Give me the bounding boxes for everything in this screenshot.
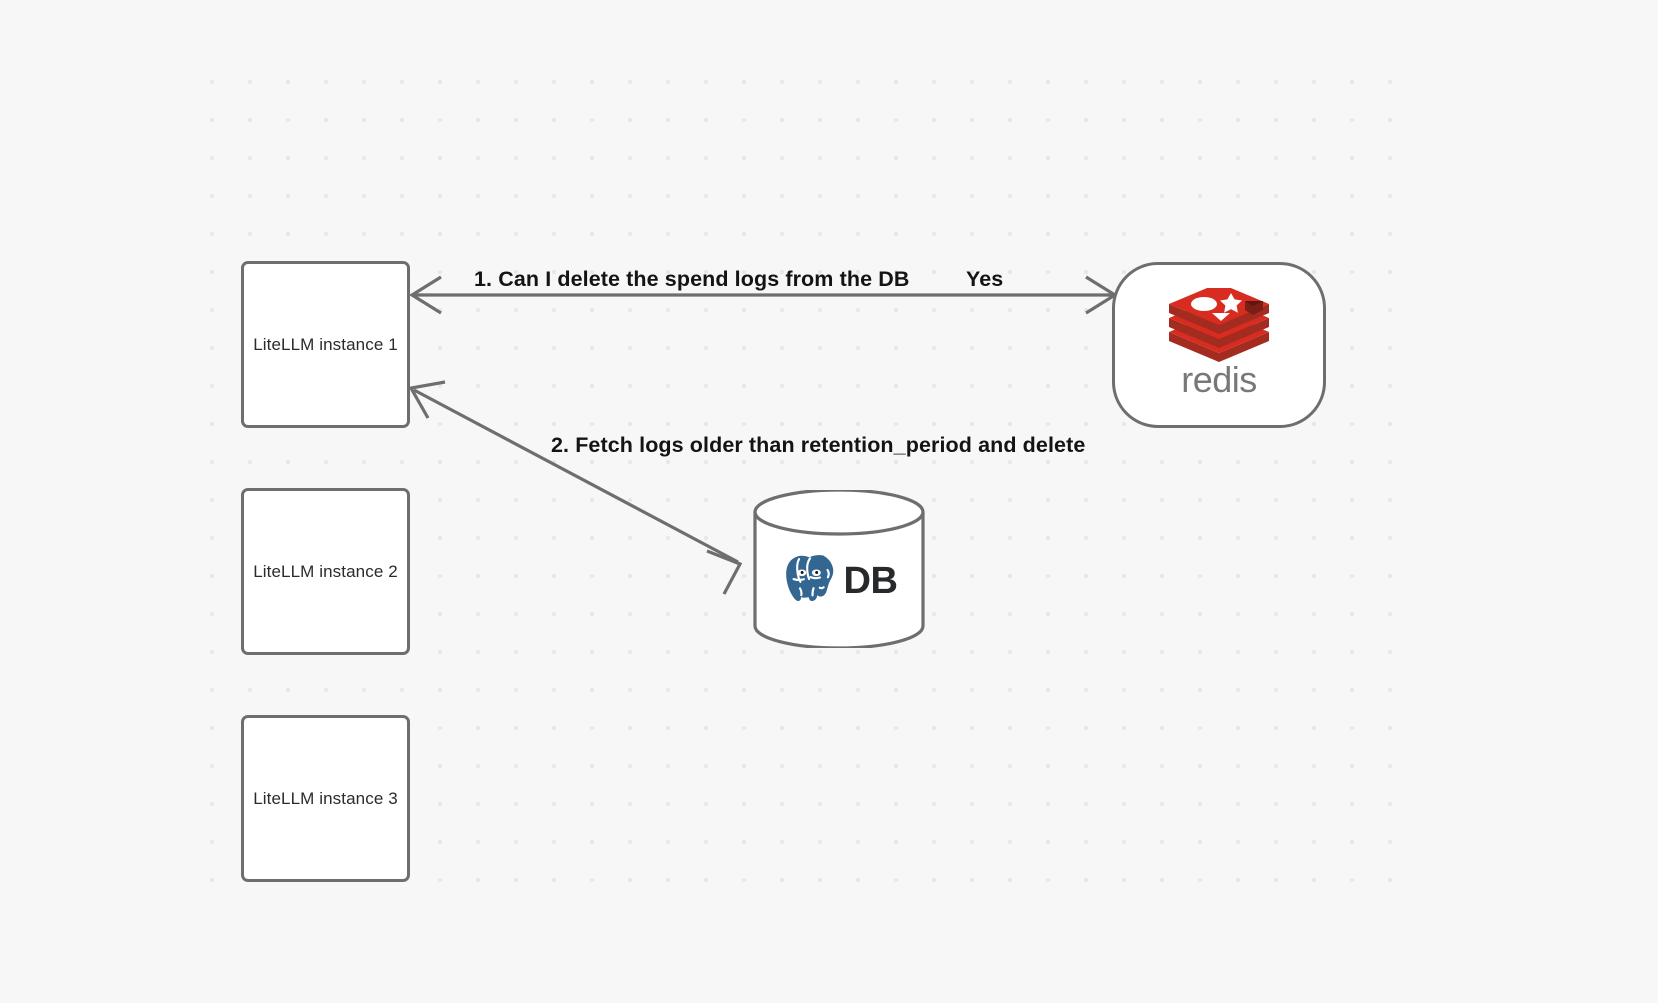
node-label: LiteLLM instance 1 (253, 334, 398, 354)
node-label: LiteLLM instance 3 (253, 788, 398, 808)
edge-db-litellm1 (408, 380, 743, 595)
node-label: LiteLLM instance 2 (253, 561, 398, 581)
database-label: DB (843, 560, 898, 602)
node-redis[interactable]: redis (1112, 262, 1326, 428)
edge-label-step-2: 2. Fetch logs older than retention_perio… (551, 433, 1086, 457)
postgresql-elephant-icon (782, 551, 837, 605)
redis-stack-icon (1169, 287, 1269, 362)
node-database[interactable]: DB (753, 490, 925, 648)
node-litellm-instance-2[interactable]: LiteLLM instance 2 (241, 488, 410, 655)
redis-logo: redis (1165, 287, 1273, 399)
edge-label-step-1: 1. Can I delete the spend logs from the … (474, 267, 910, 291)
redis-wordmark: redis (1181, 363, 1257, 399)
database-logo: DB (753, 502, 925, 660)
cylinder-shape (753, 490, 925, 648)
node-litellm-instance-1[interactable]: LiteLLM instance 1 (241, 261, 410, 428)
node-litellm-instance-3[interactable]: LiteLLM instance 3 (241, 715, 410, 882)
svg-text:redis: redis (1181, 363, 1257, 399)
edge-label-yes: Yes (966, 267, 1004, 291)
